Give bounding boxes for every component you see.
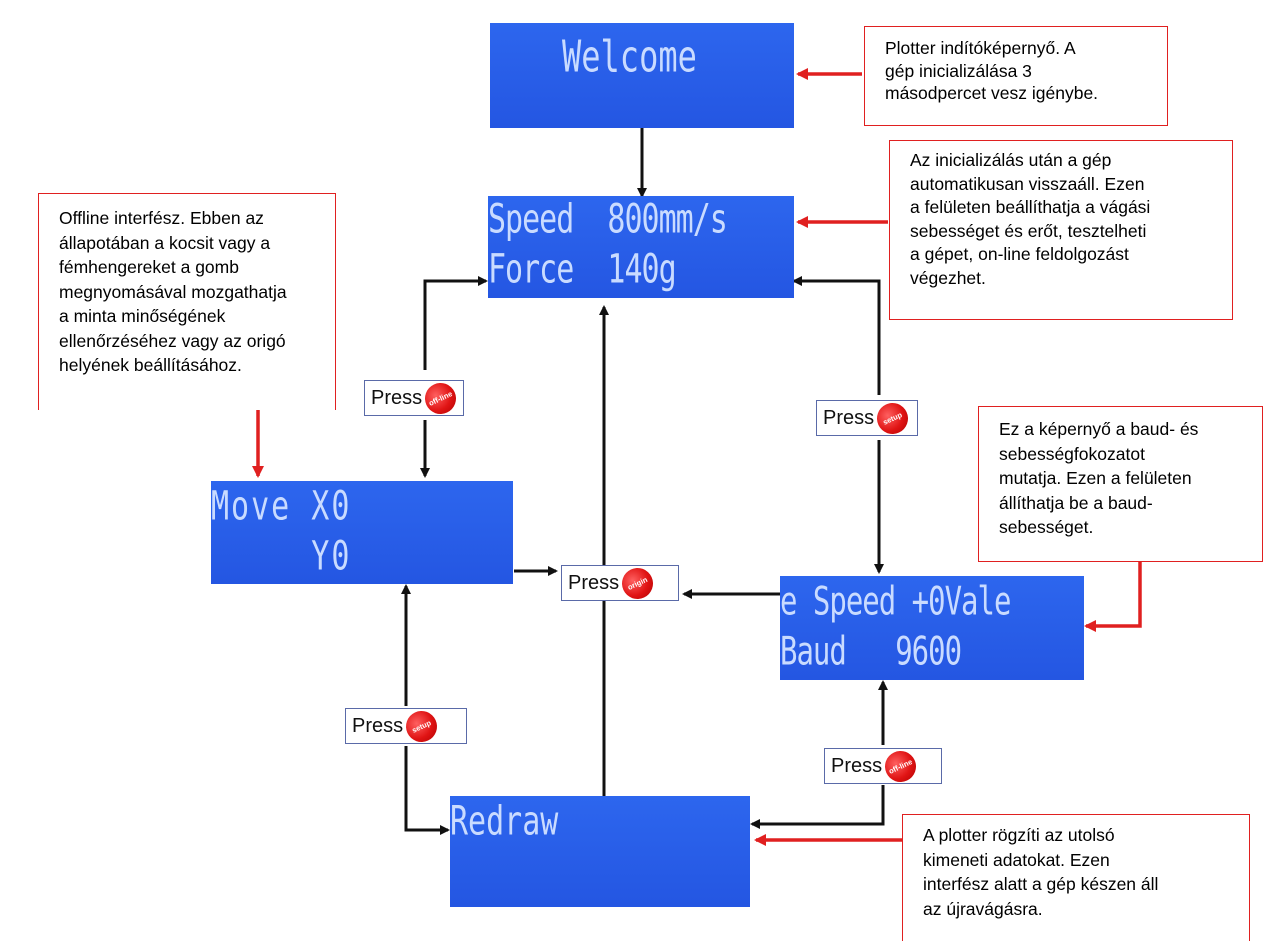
note-speed-line: végezhet. (910, 267, 986, 288)
speed-vale-line: e Speed +0Vale (780, 577, 1011, 624)
baud-line: Baud 9600 (780, 627, 962, 674)
note-speed-line: sebességet és erőt, tesztelheti (910, 220, 1147, 241)
press-label: Press (371, 386, 423, 409)
note-baud: Ez a képernyő a baud- és sebességfokozat… (978, 406, 1263, 562)
note-speed: Az inicializálás után a gép automatikusa… (889, 140, 1233, 320)
note-speed-line: a gépet, on-line feldolgozást (910, 244, 1129, 264)
press-label: Press (568, 571, 620, 594)
note-baud-line: Ez a képernyő a baud- és (999, 419, 1199, 439)
note-offline-line: fémhengereket a gomb (59, 257, 239, 277)
redraw-line: Redraw (450, 797, 559, 846)
red-arrow-baud (1084, 562, 1142, 632)
note-speed-line: automatikusan visszaáll. Ezen (910, 173, 1145, 194)
note-welcome-line: másodpercet vesz igénybe. (885, 83, 1099, 103)
note-baud-line: állíthatja be a baud- (999, 492, 1153, 513)
arrow-baud-to-speed (792, 276, 881, 395)
note-offline-line: Offline interfész. Ebben az (59, 208, 264, 228)
press-label: Press (823, 406, 875, 429)
note-offline-line: állapotában a kocsit vagy a (59, 232, 271, 253)
press-label: Press (352, 714, 404, 737)
move-x-line: Move X0 (211, 482, 352, 531)
offline-button-icon: off-line (420, 377, 462, 419)
arrow-baud-to-redraw (750, 785, 885, 829)
arrow-move-to-speed (423, 276, 488, 370)
press-offline-speed-move[interactable]: Press off-line (364, 377, 464, 419)
note-offline: Offline interfész. Ebben az állapotában … (38, 193, 336, 410)
note-redraw-line: interfész alatt a gép készen áll (923, 874, 1159, 894)
note-baud-line: sebességet. (999, 517, 1094, 537)
note-welcome: Plotter indítóképernyő. A gép inicializá… (864, 26, 1168, 126)
note-redraw-line: kimeneti adatokat. Ezen (923, 849, 1110, 870)
note-offline-line: helyének beállításához. (59, 355, 242, 375)
note-speed-line: a felületen beállíthatja a vágási (910, 197, 1151, 217)
note-baud-line: mutatja. Ezen a felületen (999, 468, 1192, 488)
press-origin[interactable]: Press origin (561, 562, 679, 604)
note-speed-line: Az inicializálás után a gép (910, 150, 1112, 170)
note-redraw-line: az újravágásra. (923, 898, 1043, 919)
press-setup-move-redraw[interactable]: Press setup (345, 705, 467, 747)
note-redraw-line: A plotter rögzíti az utolsó (923, 825, 1115, 845)
arrow-move-to-redraw (404, 746, 450, 835)
note-offline-line: ellenőrzéséhez vagy az origó (59, 330, 286, 351)
note-welcome-line: Plotter indítóképernyő. A (885, 38, 1076, 58)
note-baud-line: sebességfokozatot (999, 443, 1145, 464)
press-offline-baud-redraw[interactable]: Press off-line (824, 745, 942, 787)
note-offline-line: megnyomásával mozgathatja (59, 281, 287, 302)
lcd-baud-screen: e Speed +0Vale Baud 9600 (780, 576, 1084, 680)
origin-button-icon: origin (617, 562, 659, 604)
lcd-move-screen: Move X0 Y0 (211, 481, 513, 584)
move-y-line: Y0 (211, 532, 352, 581)
note-welcome-line: gép inicializálása 3 (885, 60, 1032, 81)
note-offline-line: a minta minőségének (59, 306, 226, 326)
offline-button-icon: off-line (880, 745, 922, 787)
welcome-line: Welcome (562, 30, 697, 83)
lcd-redraw-screen: Redraw (450, 796, 750, 907)
speed-line: Speed 800mm/s (488, 196, 728, 244)
lcd-speed-force-screen: Speed 800mm/s Force 140g (488, 196, 794, 298)
setup-button-icon: setup (872, 397, 914, 439)
press-setup-speed-baud[interactable]: Press setup (816, 397, 918, 439)
note-redraw: A plotter rögzíti az utolsó kimeneti ada… (902, 814, 1250, 941)
lcd-welcome-screen: Welcome (490, 23, 794, 128)
press-label: Press (831, 754, 883, 777)
force-line: Force 140g (488, 245, 677, 294)
setup-button-icon: setup (401, 705, 443, 747)
